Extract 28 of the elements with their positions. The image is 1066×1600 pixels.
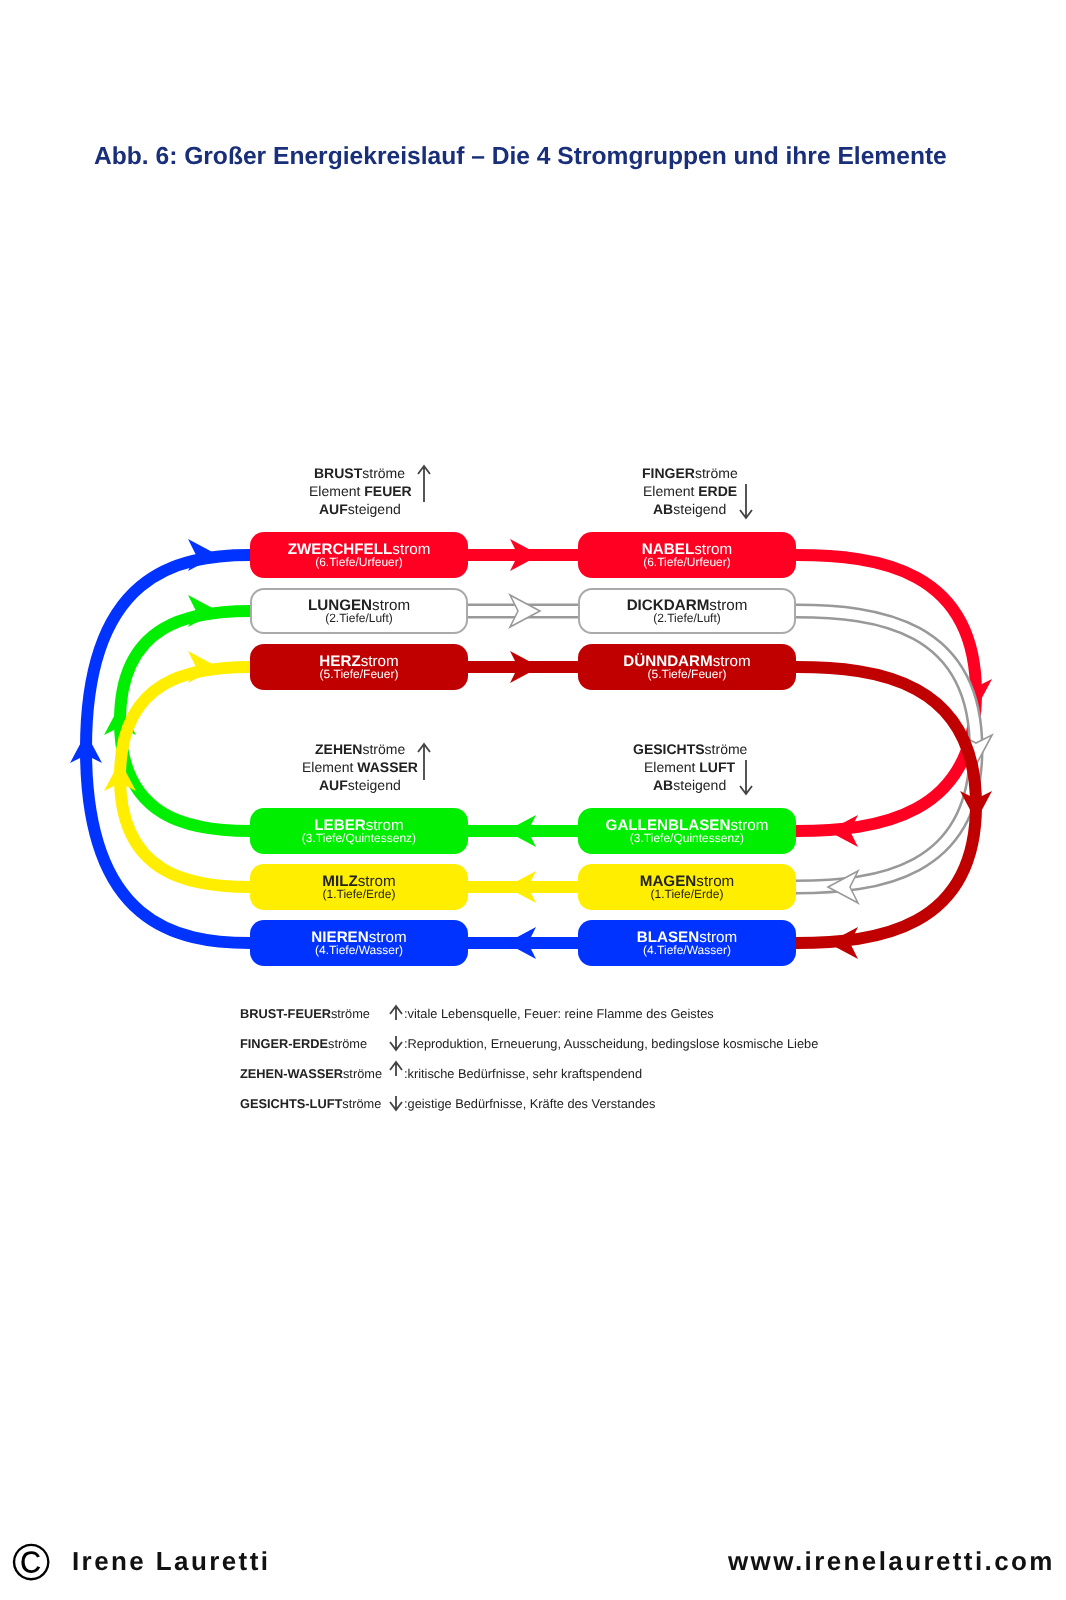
flow-arrow — [468, 871, 578, 903]
flow-box — [250, 588, 468, 634]
flow-arrow — [104, 651, 251, 893]
flow-box — [578, 864, 796, 910]
flow-box — [250, 808, 468, 854]
flow-arrow — [468, 815, 578, 847]
flow-arrow — [468, 927, 578, 959]
flow-box — [250, 920, 468, 966]
flow-box — [250, 644, 468, 690]
flow-box — [250, 532, 468, 578]
flow-box — [578, 808, 796, 854]
flow-box — [578, 588, 796, 634]
flow-arrow — [468, 539, 578, 571]
flow-box — [578, 532, 796, 578]
flow-arrow — [70, 539, 251, 949]
title: Abb. 6: Großer Energiekreislauf – Die 4 Stromgruppen und ihre Elemente — [94, 142, 947, 170]
flow-arrow — [468, 594, 578, 628]
flow-box — [578, 920, 796, 966]
flow-arrow — [795, 606, 994, 905]
copyright-sign: © — [12, 1536, 51, 1588]
flow-box — [250, 864, 468, 910]
flow-arrow — [468, 651, 578, 683]
flow-box — [578, 644, 796, 690]
author-name: Irene Lauretti — [72, 1546, 271, 1576]
flow-arrow — [104, 595, 251, 837]
web-address: www.irenelauretti.com — [728, 1546, 1055, 1576]
flow-arrow — [795, 661, 992, 959]
flow-arrow — [795, 549, 992, 847]
